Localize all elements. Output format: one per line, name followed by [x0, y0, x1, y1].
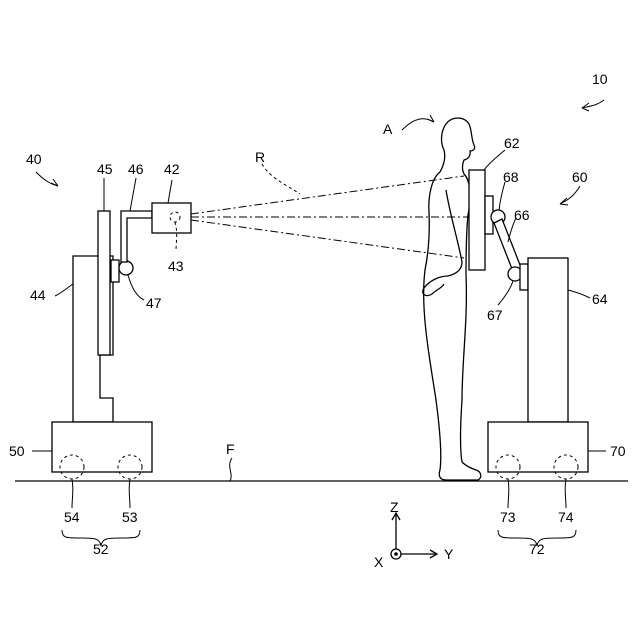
label-74: 74 [558, 509, 574, 525]
label-R: R [255, 149, 265, 165]
leader-62 [484, 150, 505, 170]
mast [98, 211, 110, 355]
label-53: 53 [122, 509, 138, 525]
label-67: 67 [487, 307, 503, 323]
label-66: 66 [514, 207, 530, 223]
support-arm-66 [494, 219, 522, 274]
label-68: 68 [503, 169, 519, 185]
axis-x-dot [394, 552, 398, 556]
arrow-40-head [51, 179, 58, 186]
imaging-range [191, 176, 486, 258]
label-42: 42 [164, 161, 180, 177]
camera-arm [121, 211, 152, 262]
label-50: 50 [9, 443, 25, 459]
person-arm [446, 190, 462, 276]
leader-44 [55, 284, 73, 296]
leader-54 [72, 479, 73, 508]
label-52: 52 [93, 541, 109, 557]
axis-label-x: X [374, 554, 384, 570]
axis-label-z: Z [390, 499, 399, 515]
leader-73 [508, 479, 509, 508]
label-10: 10 [592, 71, 608, 87]
label-62: 62 [504, 135, 520, 151]
coordinate-axes [391, 513, 437, 559]
label-47: 47 [146, 295, 162, 311]
label-70: 70 [610, 443, 626, 459]
camera-42 [152, 203, 191, 233]
joint-bracket-right [520, 264, 528, 290]
leader-42 [168, 180, 172, 203]
label-64: 64 [592, 291, 608, 307]
leader-68 [499, 182, 505, 210]
leader-53 [129, 479, 130, 508]
leader-F [230, 458, 232, 481]
leader-46 [130, 178, 136, 211]
joint-bracket-left [111, 260, 119, 282]
label-60: 60 [572, 169, 588, 185]
label-40: 40 [26, 151, 42, 167]
label-F: F [226, 441, 235, 457]
base-right [488, 422, 588, 472]
leader-67 [498, 281, 513, 305]
label-73: 73 [500, 509, 516, 525]
joint-47 [119, 261, 133, 275]
leader-74 [565, 479, 566, 508]
label-44: 44 [30, 287, 46, 303]
leader-64 [568, 290, 590, 298]
person-foot [439, 462, 481, 480]
label-72: 72 [529, 541, 545, 557]
leader-47 [128, 275, 144, 300]
person-legs [424, 270, 467, 470]
person-head [440, 118, 475, 174]
imaging-robot [52, 203, 191, 479]
arrow-A-head [427, 115, 434, 122]
person-torso [425, 172, 470, 275]
arrow-10 [582, 100, 604, 108]
back-pad-62 [469, 170, 485, 270]
label-43: 43 [168, 258, 184, 274]
label-54: 54 [64, 509, 80, 525]
range-lower [191, 220, 464, 258]
label-A: A [383, 121, 393, 137]
leader-R [262, 164, 300, 194]
person-hands [423, 276, 448, 296]
robot-body-right [528, 258, 568, 422]
label-45: 45 [97, 161, 113, 177]
arrow-40 [36, 172, 58, 186]
base-left [52, 422, 152, 472]
range-upper [191, 176, 464, 214]
axis-label-y: Y [444, 546, 454, 562]
label-46: 46 [128, 161, 144, 177]
